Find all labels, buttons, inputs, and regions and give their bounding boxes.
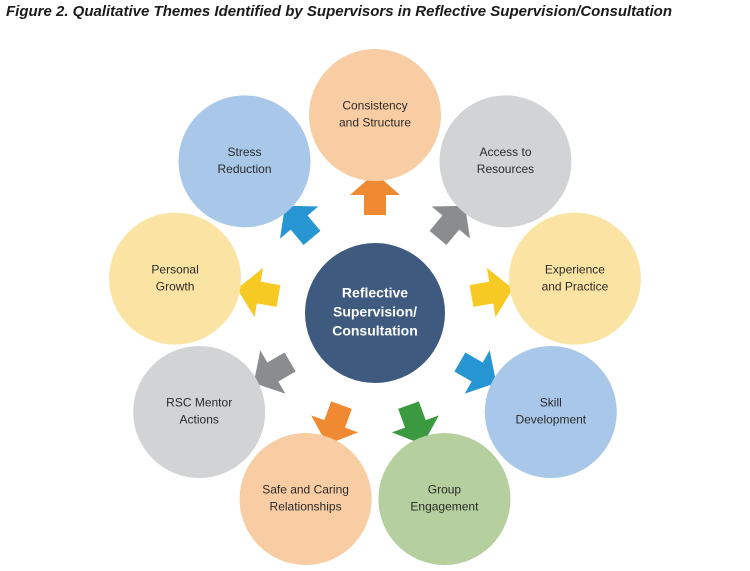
- theme-circle: [484, 346, 617, 478]
- theme-label-line-2: Growth: [156, 279, 195, 293]
- arrow-icon: [454, 350, 497, 394]
- theme-circle: [439, 95, 572, 228]
- theme-circle: [508, 212, 641, 345]
- arrows-layer: [237, 173, 513, 445]
- theme-circle: [133, 346, 266, 478]
- theme-label-line-1: Safe and Caring: [262, 483, 349, 497]
- theme-circle: [378, 433, 511, 566]
- theme-label-line-2: and Structure: [339, 116, 411, 130]
- center-circle: [305, 243, 445, 383]
- arrow-icon: [279, 205, 321, 245]
- center-label-line-3: Consultation: [332, 323, 418, 339]
- theme-label-line-1: Access to: [479, 145, 531, 159]
- arrow-icon: [237, 267, 281, 318]
- figure-title: Figure 2. Qualitative Themes Identified …: [6, 3, 672, 20]
- theme-label-line-1: Group: [428, 483, 462, 497]
- center-label-line-2: Supervision/: [333, 304, 417, 320]
- theme-circle: [309, 49, 441, 181]
- theme-label-line-2: Resources: [477, 162, 534, 176]
- center-label-line-1: Reflective: [342, 285, 408, 301]
- theme-label-line-2: Relationships: [270, 500, 342, 514]
- theme-label-line-2: Reduction: [217, 162, 271, 176]
- theme-circle: [109, 212, 242, 345]
- theme-label-line-2: Engagement: [410, 500, 479, 514]
- theme-node-consistency-and-structure: Consistency and Structure: [309, 49, 441, 181]
- theme-label-line-1: RSC Mentor: [166, 396, 232, 410]
- theme-circle: [178, 95, 311, 228]
- theme-label-line-1: Skill: [540, 396, 562, 410]
- arrow-icon: [253, 350, 296, 394]
- theme-circle: [239, 433, 372, 566]
- arrow-icon: [429, 205, 471, 245]
- theme-node-experience-and-practice: Experience and Practice: [508, 212, 641, 345]
- arrow-icon: [311, 401, 359, 445]
- theme-label-line-1: Stress: [228, 145, 262, 159]
- theme-label-line-2: and Practice: [542, 279, 609, 293]
- theme-label-line-1: Personal: [151, 262, 198, 276]
- arrow-icon: [469, 267, 513, 318]
- arrow-icon: [391, 401, 439, 445]
- theme-label-line-2: Actions: [180, 413, 219, 427]
- arrow-icon: [350, 173, 400, 215]
- theme-label-line-1: Consistency: [342, 99, 407, 113]
- theme-node-access-to-resources: Access to Resources: [439, 95, 572, 228]
- theme-label-line-1: Experience: [545, 262, 605, 276]
- theme-label-line-2: Development: [515, 413, 586, 427]
